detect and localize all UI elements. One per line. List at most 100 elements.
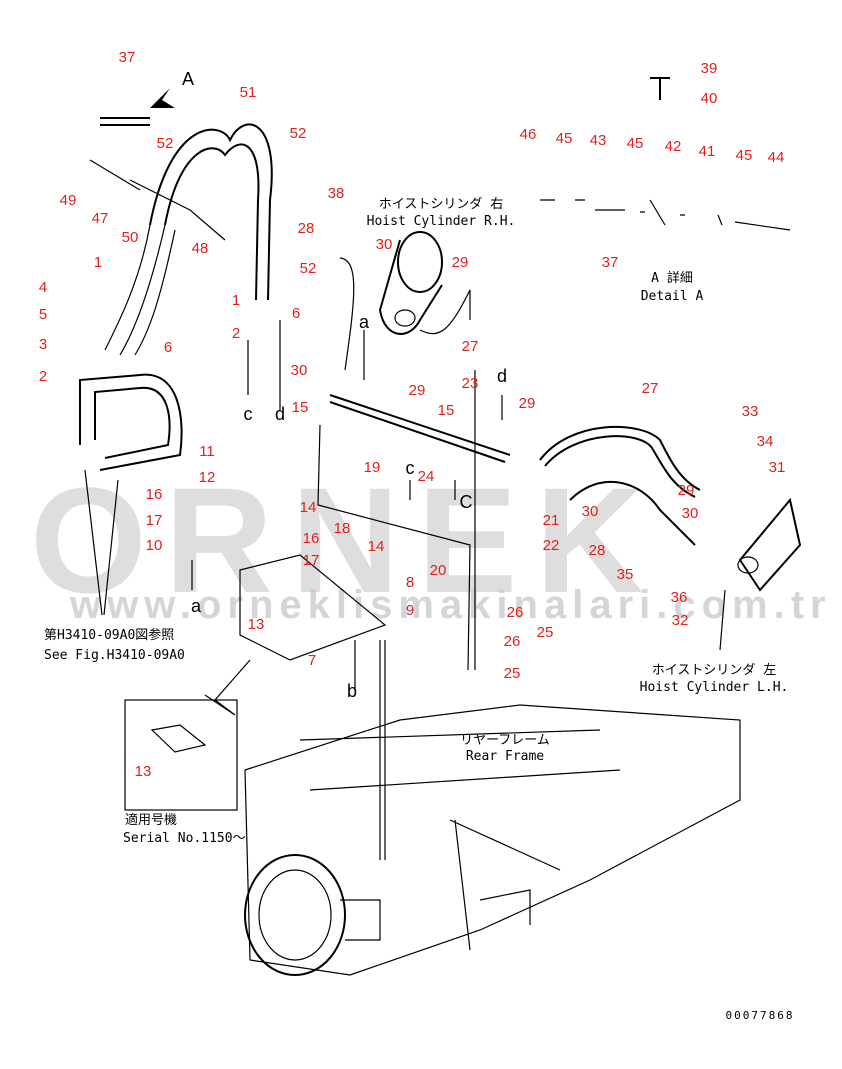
part-label-18: 18 <box>334 520 351 537</box>
part-label-34: 34 <box>757 433 774 450</box>
part-label-2: 2 <box>232 325 240 342</box>
watermark: ORNEK www.orneklismakinalari.com.tr <box>30 456 832 627</box>
part-label-37: 37 <box>602 254 619 271</box>
part-label-46: 46 <box>520 126 537 143</box>
part-label-26: 26 <box>504 633 521 650</box>
detail-a-en: Detail A <box>641 289 704 304</box>
part-label-14: 14 <box>300 499 317 516</box>
part-label-6: 6 <box>292 305 300 322</box>
drawing-number: 00077868 <box>726 1009 795 1022</box>
hoist-rh-jp: ホイストシリンダ 右 <box>379 197 503 212</box>
see-fig-jp: 第H3410-09A0図参照 <box>44 627 174 643</box>
part-label-29: 29 <box>409 382 426 399</box>
part-label-30: 30 <box>376 236 393 253</box>
bolt-39 <box>650 77 670 100</box>
part-label-4: 4 <box>39 279 47 296</box>
rear-frame-en: Rear Frame <box>466 749 544 764</box>
part-label-7: 7 <box>308 652 316 669</box>
part-label-44: 44 <box>768 149 785 166</box>
part-label-8: 8 <box>406 574 414 591</box>
part-label-52: 52 <box>157 135 174 152</box>
part-label-6: 6 <box>164 339 172 356</box>
part-label-15: 15 <box>438 402 455 419</box>
view-letter-a: a <box>191 596 202 616</box>
part-label-2: 2 <box>39 368 47 385</box>
pipe-28 <box>569 481 696 546</box>
hoist-cylinder-rh <box>397 231 443 293</box>
part-label-23: 23 <box>462 375 479 392</box>
hoist-rh-en: Hoist Cylinder R.H. <box>367 214 516 229</box>
part-label-45: 45 <box>556 130 573 147</box>
part-label-41: 41 <box>699 143 716 160</box>
part-label-35: 35 <box>617 566 634 583</box>
part-label-19: 19 <box>364 459 381 476</box>
part-label-20: 20 <box>430 562 447 579</box>
part-label-16: 16 <box>146 486 163 503</box>
part-label-45: 45 <box>736 147 753 164</box>
part-label-38: 38 <box>328 185 345 202</box>
rear-frame-jp: リヤーフレーム <box>460 733 550 748</box>
view-letter-a: a <box>359 312 370 332</box>
part-label-12: 12 <box>199 469 216 486</box>
part-label-29: 29 <box>519 395 536 412</box>
part-label-47: 47 <box>92 210 109 227</box>
part-label-15: 15 <box>292 399 309 416</box>
part-label-5: 5 <box>39 306 47 323</box>
part-label-52: 52 <box>300 260 317 277</box>
part-label-25: 25 <box>537 624 554 641</box>
part-label-29: 29 <box>452 254 469 271</box>
part-label-10: 10 <box>146 537 163 554</box>
part-label-28: 28 <box>589 542 606 559</box>
part-label-1: 1 <box>232 292 240 309</box>
serial-jp: 適用号機 <box>125 812 177 828</box>
part-label-17: 17 <box>146 512 163 529</box>
view-letter-d: d <box>275 404 285 424</box>
frame-bearing <box>244 854 346 976</box>
part-label-32: 32 <box>672 612 689 629</box>
part-label-14: 14 <box>368 538 385 555</box>
rear-frame <box>244 704 741 976</box>
hoist-lh-jp: ホイストシリンダ 左 <box>652 663 776 678</box>
hose-1 <box>104 224 166 356</box>
part-label-39: 39 <box>701 60 718 77</box>
part-label-9: 9 <box>406 602 414 619</box>
part-label-13: 13 <box>135 763 152 780</box>
watermark-brand: ORNEK <box>30 456 662 624</box>
part-label-45: 45 <box>627 135 644 152</box>
view-letter-A: A <box>182 69 194 89</box>
part-label-42: 42 <box>665 138 682 155</box>
part-label-25: 25 <box>504 665 521 682</box>
pipe-19 <box>329 394 511 463</box>
see-fig-en: See Fig.H3410-09A0 <box>44 648 185 663</box>
part-label-11: 11 <box>199 443 215 460</box>
part-label-33: 33 <box>742 403 759 420</box>
part-label-16: 16 <box>303 530 320 547</box>
detail-box-13 <box>124 699 238 811</box>
arrow-a-icon <box>150 88 175 108</box>
part-label-27: 27 <box>462 338 479 355</box>
watermark-url: www.orneklismakinalari.com.tr <box>69 583 832 627</box>
part-label-40: 40 <box>701 90 718 107</box>
view-letter-c: c <box>244 404 253 424</box>
part-label-13: 13 <box>248 616 265 633</box>
part-label-48: 48 <box>192 240 209 257</box>
part-label-37: 37 <box>119 49 136 66</box>
part-label-27: 27 <box>642 380 659 397</box>
serial-en: Serial No.1150～ <box>123 831 246 846</box>
notes: ホイストシリンダ 右 Hoist Cylinder R.H. A 詳細 Deta… <box>44 197 795 1022</box>
line-art <box>79 77 802 976</box>
part-label-49: 49 <box>60 192 77 209</box>
part-label-30: 30 <box>682 505 699 522</box>
part-label-21: 21 <box>543 512 560 529</box>
part-label-31: 31 <box>769 459 786 476</box>
view-letter-d: d <box>497 366 507 386</box>
hoist-lh-en: Hoist Cylinder L.H. <box>640 680 789 695</box>
part-label-1: 1 <box>94 254 102 271</box>
view-letter-b: b <box>347 681 357 701</box>
part-label-26: 26 <box>507 604 524 621</box>
pipe-27 <box>539 425 701 491</box>
part-label-43: 43 <box>590 132 607 149</box>
